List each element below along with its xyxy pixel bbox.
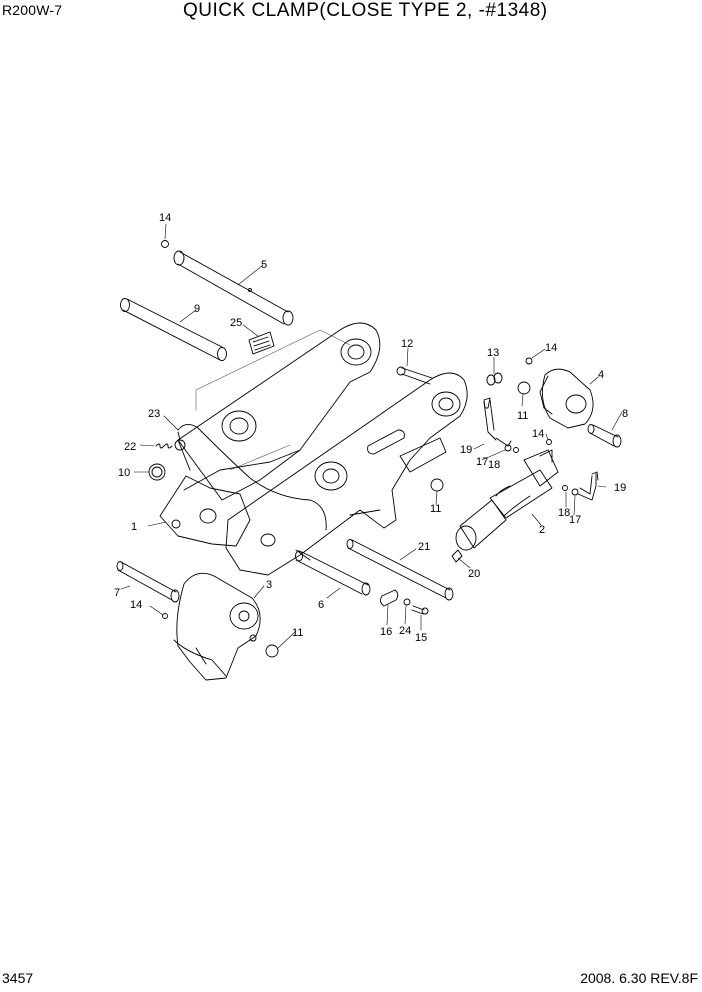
callout-14: 14 bbox=[130, 599, 142, 611]
nuts-13 bbox=[486, 372, 503, 386]
callout-11: 11 bbox=[292, 627, 303, 639]
callout-9: 9 bbox=[194, 303, 200, 315]
callout-4: 4 bbox=[598, 369, 604, 381]
callout-20: 20 bbox=[468, 568, 480, 580]
page-title: QUICK CLAMP(CLOSE TYPE 2, -#1348) bbox=[183, 0, 548, 21]
callout-8: 8 bbox=[622, 408, 628, 420]
callout-12: 12 bbox=[401, 338, 413, 350]
ring-10 bbox=[148, 463, 166, 481]
callout-2: 2 bbox=[539, 524, 545, 536]
callout-13: 13 bbox=[487, 347, 499, 359]
callout-17: 17 bbox=[476, 456, 488, 468]
callout-3: 3 bbox=[266, 579, 272, 591]
clamp-block-3 bbox=[173, 572, 261, 681]
model-label: R200W-7 bbox=[2, 2, 63, 18]
callout-17: 17 bbox=[569, 514, 581, 526]
nut-14-top bbox=[161, 240, 169, 248]
callout-14: 14 bbox=[545, 342, 557, 354]
pin-6 bbox=[295, 550, 371, 596]
callout-21: 21 bbox=[418, 541, 430, 553]
callout-7: 7 bbox=[114, 587, 120, 599]
callout-22: 22 bbox=[124, 441, 136, 453]
washer-11-upper bbox=[517, 381, 531, 395]
callout-10: 10 bbox=[118, 467, 130, 479]
fittings-17-18-left bbox=[504, 444, 519, 453]
hose-19-right bbox=[577, 471, 599, 501]
callout-23: 23 bbox=[148, 408, 160, 420]
pin-7 bbox=[116, 561, 180, 603]
pin-8 bbox=[587, 424, 622, 448]
grease-20 bbox=[451, 549, 463, 563]
callout-25: 25 bbox=[230, 317, 242, 329]
washer-11-center bbox=[430, 478, 444, 492]
washer-24 bbox=[403, 598, 411, 606]
callout-14: 14 bbox=[532, 428, 544, 440]
hose-19-upper bbox=[483, 397, 512, 447]
pin-21 bbox=[346, 539, 454, 601]
callout-19: 19 bbox=[460, 444, 472, 456]
callout-18: 18 bbox=[488, 459, 500, 471]
construction-line bbox=[195, 329, 351, 471]
pin-9 bbox=[120, 298, 227, 361]
bolt-12 bbox=[396, 366, 433, 385]
spring-22 bbox=[155, 443, 173, 449]
callout-5: 5 bbox=[261, 259, 267, 271]
pin-5 bbox=[173, 250, 294, 326]
callout-1: 1 bbox=[131, 521, 137, 533]
callout-11: 11 bbox=[517, 410, 528, 422]
callout-11: 11 bbox=[430, 503, 441, 515]
nut-14-lower bbox=[162, 613, 168, 619]
page-number: 3457 bbox=[2, 970, 34, 986]
decal-25 bbox=[248, 331, 275, 355]
hose-23 bbox=[177, 424, 327, 531]
callout-19: 19 bbox=[614, 482, 626, 494]
callout-15: 15 bbox=[415, 632, 427, 644]
cylinder-2 bbox=[455, 449, 559, 551]
revision-date: 2008. 6.30 REV.8F bbox=[580, 970, 698, 986]
connector-23 bbox=[174, 431, 186, 451]
nut-14-right bbox=[525, 357, 533, 365]
washer-11-lower bbox=[265, 644, 279, 658]
frame-1 bbox=[159, 322, 468, 576]
clamp-block-4 bbox=[539, 368, 594, 429]
callout-18: 18 bbox=[558, 507, 570, 519]
callout-14: 14 bbox=[159, 212, 171, 224]
bolt-15 bbox=[411, 605, 429, 615]
leader-lines bbox=[120, 223, 623, 649]
callout-24: 24 bbox=[399, 625, 411, 637]
fittings-17-18-right bbox=[562, 485, 579, 496]
nut-14-cylinder bbox=[546, 439, 552, 445]
plate-16 bbox=[379, 589, 399, 607]
callout-6: 6 bbox=[318, 599, 324, 611]
callout-labels: 14 5 9 25 12 13 14 4 8 11 23 22 10 19 17… bbox=[114, 212, 628, 644]
callout-16: 16 bbox=[380, 626, 392, 638]
